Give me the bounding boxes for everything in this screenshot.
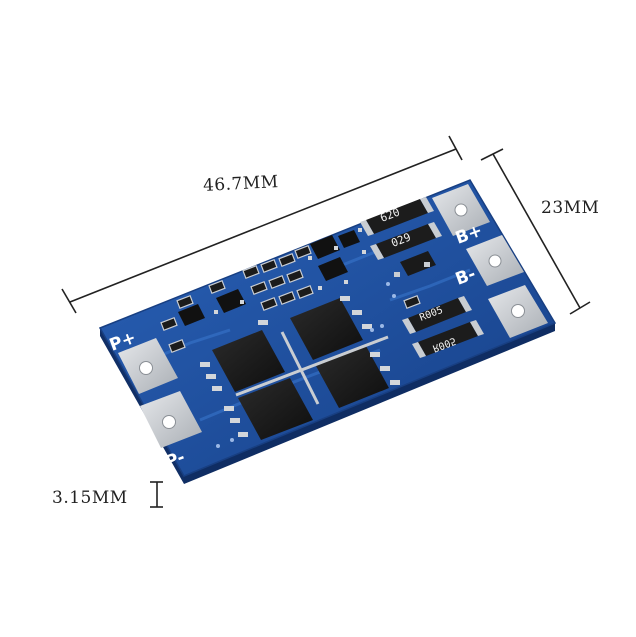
p-plus-pad — [118, 338, 178, 394]
pcb-vias — [216, 282, 396, 448]
b-minus-pad — [488, 285, 548, 338]
mosfet-3 — [224, 378, 313, 440]
transistor-sot — [394, 251, 436, 277]
p-minus-pad — [140, 391, 202, 448]
mosfet-1 — [200, 320, 285, 392]
mosfet-2 — [290, 296, 372, 360]
thickness-dimension-line — [150, 481, 163, 508]
width-dimension-label: 23MM — [541, 198, 600, 218]
mosfet-4 — [316, 346, 400, 408]
length-dimension-label: 46.7MM — [202, 172, 280, 196]
width-dimension-line — [480, 148, 591, 315]
b-mid-pad — [466, 235, 524, 286]
resistor-029: 029 — [370, 222, 442, 260]
mosfet-separator — [235, 331, 389, 405]
b-plus-pad — [432, 184, 490, 236]
length-dimension-line — [61, 135, 463, 314]
smd-components — [160, 228, 421, 354]
resistor-620: 620 — [360, 197, 434, 236]
thickness-dimension-label: 3.15MM — [52, 488, 128, 508]
